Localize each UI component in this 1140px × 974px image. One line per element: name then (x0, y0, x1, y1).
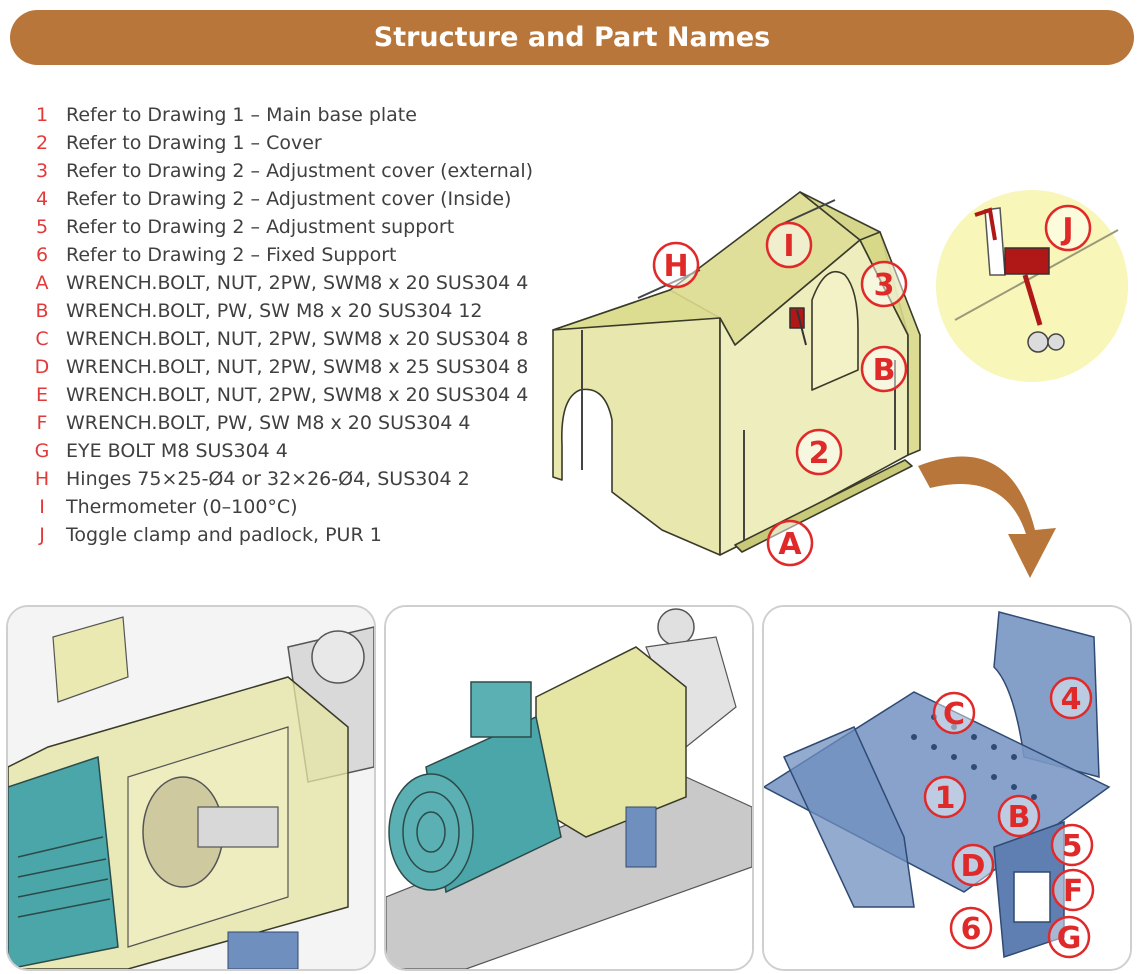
callout-i: I (765, 221, 813, 269)
svg-text:3: 3 (874, 268, 895, 303)
cover-diagram: H I 3 B 2 A J (552, 190, 1128, 578)
assembled-view-panel (384, 605, 754, 971)
toggle-clamp-detail (936, 190, 1128, 382)
part-description: WRENCH.BOLT, PW, SW M8 x 20 SUS304 12 (66, 300, 483, 322)
part-code: E (35, 384, 48, 406)
part-description: Refer to Drawing 2 – Fixed Support (66, 244, 397, 266)
part-code: H (34, 468, 50, 490)
part-description: Refer to Drawing 2 – Adjustment support (66, 216, 455, 238)
part-code: 6 (35, 244, 49, 266)
part-description: WRENCH.BOLT, PW, SW M8 x 20 SUS304 4 (66, 412, 471, 434)
callout-b: B (860, 345, 908, 393)
part-code: 5 (35, 216, 49, 238)
part-code: D (34, 356, 50, 378)
part-description: WRENCH.BOLT, NUT, 2PW, SWM8 x 25 SUS304 … (66, 356, 529, 378)
svg-text:2: 2 (809, 436, 830, 471)
flow-arrow (918, 456, 1056, 578)
part-description: Refer to Drawing 2 – Adjustment cover (e… (66, 160, 534, 182)
svg-text:A: A (778, 527, 802, 562)
callout-j: J (1044, 204, 1092, 252)
svg-text:J: J (1060, 212, 1073, 247)
part-description: Refer to Drawing 1 – Main base plate (66, 104, 417, 126)
part-description: Toggle clamp and padlock, PUR 1 (66, 524, 382, 546)
base-plate-view-panel (762, 605, 1132, 971)
part-code: 1 (35, 104, 49, 126)
part-code: I (39, 496, 45, 518)
part-code: A (35, 272, 49, 294)
part-description: WRENCH.BOLT, NUT, 2PW, SWM8 x 20 SUS304 … (66, 328, 529, 350)
svg-text:H: H (663, 249, 688, 284)
callout-h: H (652, 241, 700, 289)
part-code: 3 (35, 160, 49, 182)
part-description: Thermometer (0–100°C) (66, 496, 298, 518)
part-description: Refer to Drawing 1 – Cover (66, 132, 322, 154)
svg-text:B: B (873, 353, 896, 388)
part-description: WRENCH.BOLT, NUT, 2PW, SWM8 x 20 SUS304 … (66, 384, 529, 406)
cutaway-view-drawing (8, 607, 374, 969)
part-code: 4 (35, 188, 49, 210)
callout-a: A (766, 519, 814, 567)
part-code: C (35, 328, 49, 350)
part-code: 2 (35, 132, 49, 154)
part-description: EYE BOLT M8 SUS304 4 (66, 440, 288, 462)
callout-3: 3 (860, 260, 908, 308)
part-code: G (34, 440, 50, 462)
assembled-view-drawing (386, 607, 752, 969)
title-banner: Structure and Part Names (10, 10, 1134, 65)
base-plate-drawing (764, 607, 1130, 969)
page-title: Structure and Part Names (373, 22, 771, 53)
part-description: Hinges 75×25-Ø4 or 32×26-Ø4, SUS304 2 (66, 468, 470, 490)
svg-text:I: I (783, 229, 794, 264)
cutaway-view-panel (6, 605, 376, 971)
part-code: F (36, 412, 48, 434)
callout-2: 2 (795, 428, 843, 476)
part-code: B (35, 300, 49, 322)
part-description: WRENCH.BOLT, NUT, 2PW, SWM8 x 20 SUS304 … (66, 272, 529, 294)
part-description: Refer to Drawing 2 – Adjustment cover (I… (66, 188, 512, 210)
part-code: J (39, 524, 45, 546)
